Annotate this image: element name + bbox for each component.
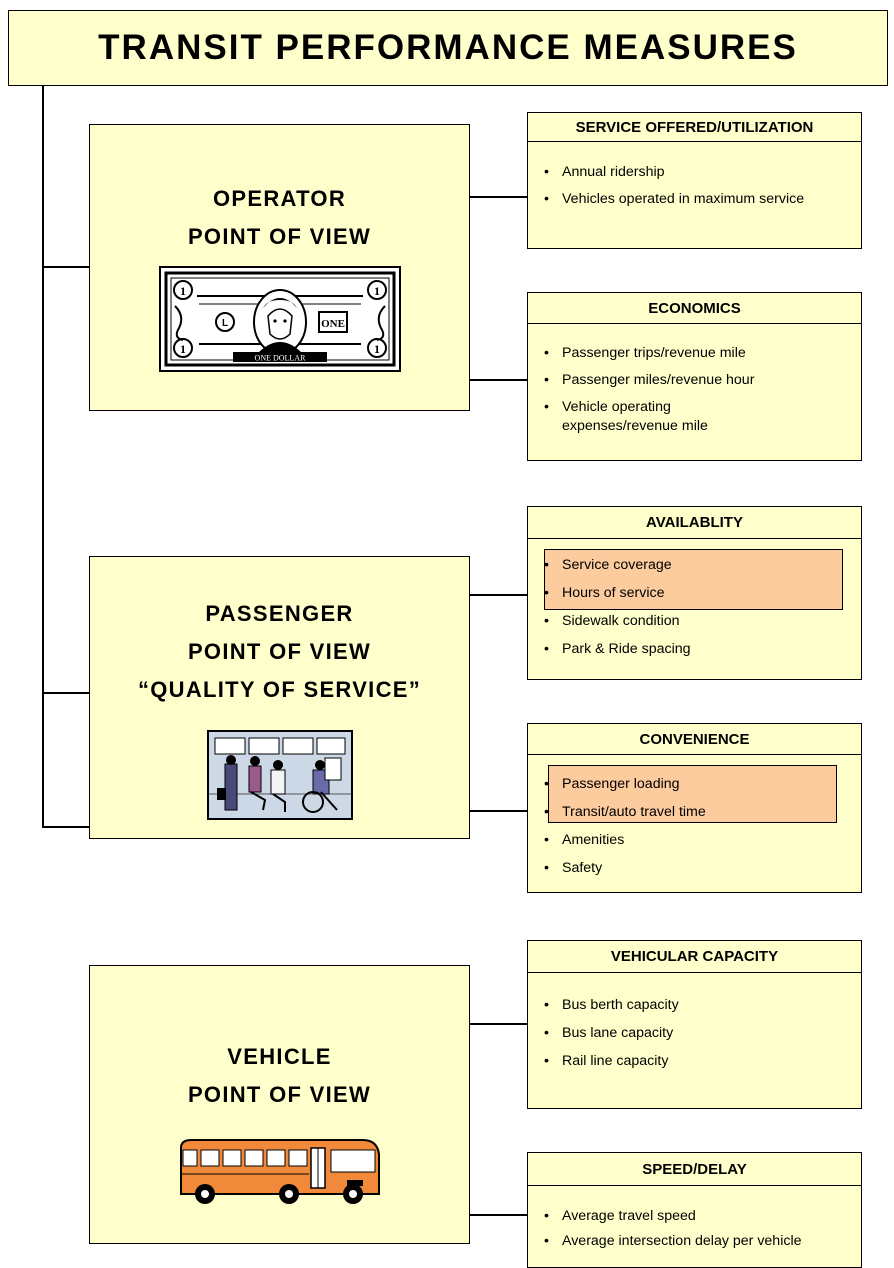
list-item: Service coverage: [528, 556, 861, 575]
trunk-line: [42, 86, 44, 828]
list-item: Average intersection delay per vehicle: [528, 1233, 861, 1250]
vehicular-capacity-list: Bus berth capacity Bus lane capacity Rai…: [527, 972, 862, 1109]
link-convenience: [470, 810, 527, 812]
svg-text:1: 1: [180, 342, 186, 356]
availability-header: AVAILABLITY: [527, 506, 862, 539]
link-speed: [470, 1214, 527, 1216]
bus-passengers-icon: [206, 730, 353, 820]
vehicular-capacity-header: VEHICULAR CAPACITY: [527, 940, 862, 973]
economics-list: Passenger trips/revenue mile Passenger m…: [527, 323, 862, 461]
bus-icon: [179, 1139, 380, 1204]
convenience-header: CONVENIENCE: [527, 723, 862, 755]
svg-text:1: 1: [374, 342, 380, 356]
svg-text:1: 1: [180, 284, 186, 298]
list-item: Rail line capacity: [528, 1052, 861, 1071]
link-economics: [470, 379, 527, 381]
availability-list: Service coverage Hours of service Sidewa…: [527, 538, 862, 680]
list-item: Safety: [528, 859, 861, 878]
economics-header: ECONOMICS: [527, 292, 862, 324]
svg-text:1: 1: [374, 284, 380, 298]
list-item: Hours of service: [528, 584, 861, 603]
list-item: Average travel speed: [528, 1207, 861, 1226]
service-offered-list: Annual ridership Vehicles operated in ma…: [527, 141, 862, 249]
list-item: Sidewalk condition: [528, 612, 861, 631]
diagram-title: TRANSIT PERFORMANCE MEASURES: [98, 28, 798, 67]
list-item: Vehicles operated in maximum service: [528, 190, 861, 209]
passenger-view-title: PASSENGER POINT OF VIEW “QUALITY OF SERV…: [137, 601, 422, 702]
speed-delay-list: Average travel speed Average intersectio…: [527, 1185, 862, 1268]
svg-text:ONE DOLLAR: ONE DOLLAR: [254, 354, 306, 363]
vehicle-view-box: VEHICLE POINT OF VIEW: [89, 965, 470, 1244]
convenience-list: Passenger loading Transit/auto travel ti…: [527, 754, 862, 893]
link-service: [470, 196, 527, 198]
list-item: Annual ridership: [528, 163, 861, 182]
svg-text:ONE: ONE: [321, 318, 345, 330]
list-item: Passenger miles/revenue hour: [528, 371, 861, 390]
list-item: Vehicle operating expenses/revenue mile: [528, 398, 861, 436]
branch-vehicle: [42, 826, 90, 828]
link-availability: [470, 594, 527, 596]
branch-operator: [42, 266, 90, 268]
dollar-bill-icon: 1 1 1 1 L ONE ONE DOLLAR: [158, 266, 401, 372]
list-item: Bus lane capacity: [528, 1024, 861, 1043]
speed-delay-header: SPEED/DELAY: [527, 1152, 862, 1186]
svg-text:L: L: [221, 318, 227, 329]
list-item: Amenities: [528, 831, 861, 850]
operator-view-box: OPERATOR POINT OF VIEW 1 1 1 1 L ONE ONE…: [89, 124, 470, 411]
list-item: Park & Ride spacing: [528, 640, 861, 659]
list-item: Transit/auto travel time: [528, 803, 861, 822]
passenger-view-box: PASSENGER POINT OF VIEW “QUALITY OF SERV…: [89, 556, 470, 839]
service-offered-header: SERVICE OFFERED/UTILIZATION: [527, 112, 862, 142]
operator-view-title: OPERATOR POINT OF VIEW: [187, 186, 372, 249]
list-item: Passenger loading: [528, 775, 861, 794]
list-item: Passenger trips/revenue mile: [528, 344, 861, 363]
title-box: TRANSIT PERFORMANCE MEASURES: [8, 10, 888, 86]
vehicle-view-title: VEHICLE POINT OF VIEW: [187, 1044, 372, 1107]
list-item: Bus berth capacity: [528, 996, 861, 1015]
link-capacity: [470, 1023, 527, 1025]
branch-passenger: [42, 692, 90, 694]
